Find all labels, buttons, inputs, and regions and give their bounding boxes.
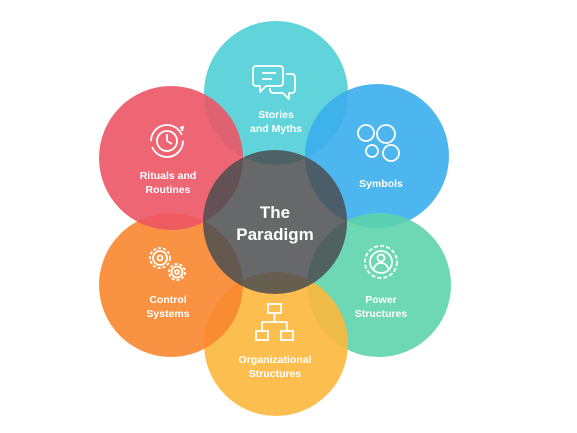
petal-rituals-and-routines <box>99 86 243 230</box>
label-symbols: Symbols <box>359 178 403 190</box>
petal-organizational-structures <box>204 272 348 416</box>
person-gear-icon <box>364 245 398 279</box>
label-control-systems: Control Systems <box>146 294 190 320</box>
circles-icon <box>357 124 400 162</box>
gears-icon <box>149 247 186 281</box>
petal-control-systems <box>99 213 243 357</box>
label-power-structures: Power Structures <box>354 294 408 320</box>
label-organizational-structures: Organizational Structures <box>238 354 312 380</box>
clock-icon <box>150 124 185 158</box>
org-chart-icon <box>255 303 294 341</box>
center-paradigm-circle <box>203 150 347 294</box>
petal-symbols <box>305 84 449 228</box>
center-label-the-paradigm: The Paradigm <box>236 203 314 244</box>
speech-bubbles-icon <box>252 65 296 100</box>
label-stories-and-myths: Stories and Myths <box>250 109 302 135</box>
label-rituals-and-routines: Rituals and Routines <box>139 170 197 196</box>
